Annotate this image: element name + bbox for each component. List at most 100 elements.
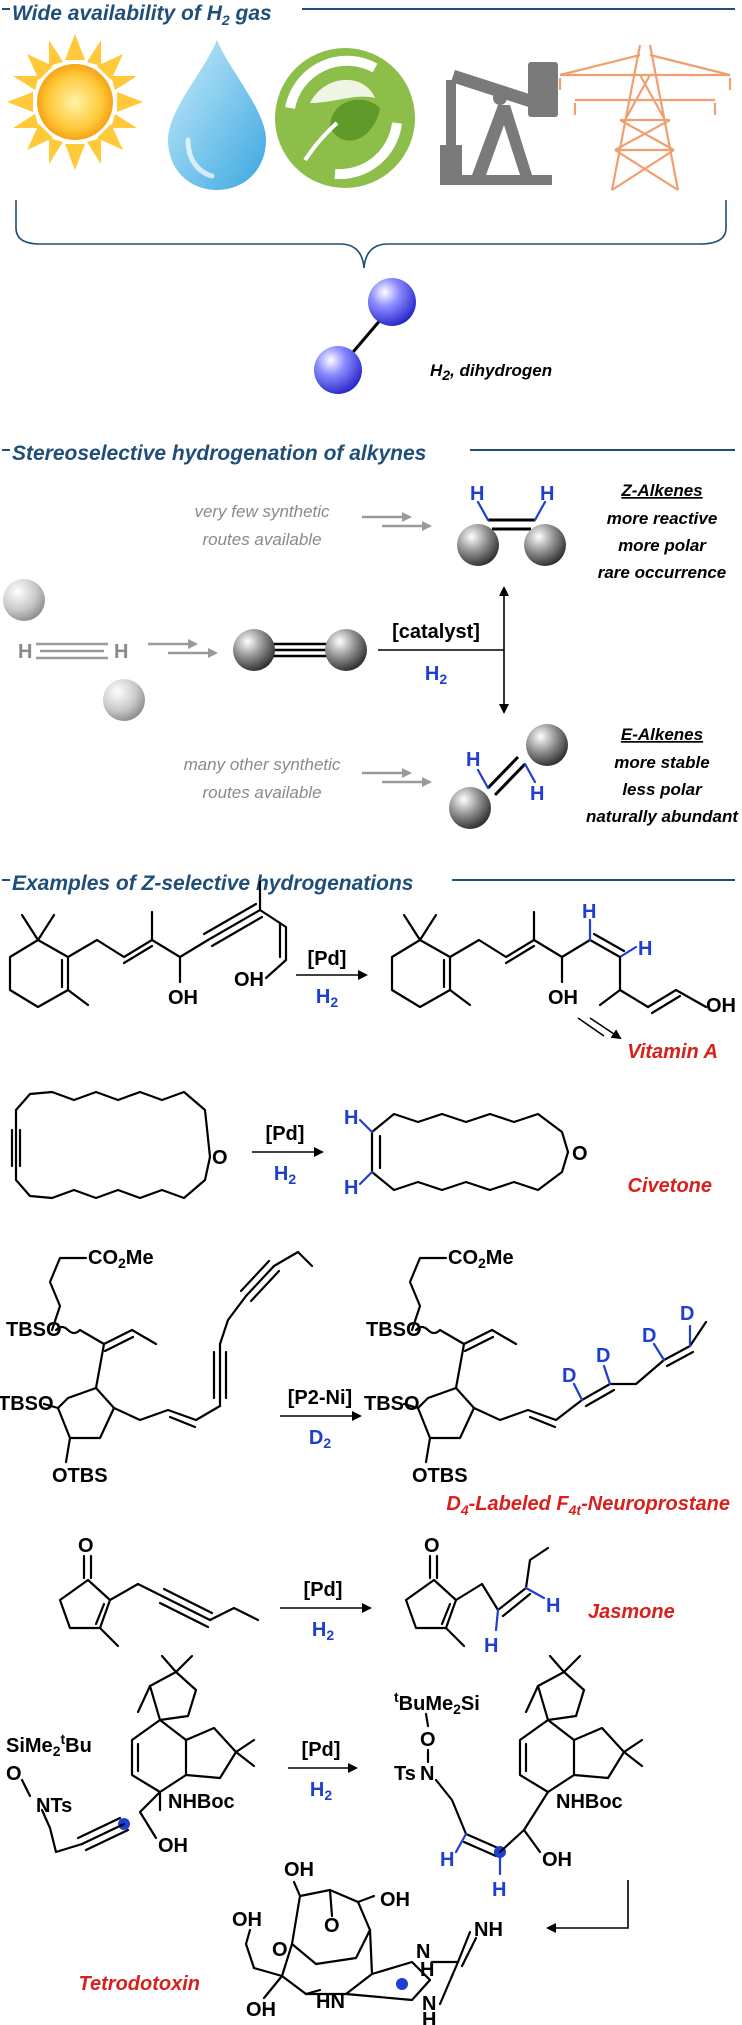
h2-reagent: H2 <box>310 1779 332 1803</box>
e-alkene-model: H H <box>449 724 568 829</box>
tetrodotoxin-reaction: NHBoc OH NTs O SiMe2tBu [Pd] H2 tBuMe2Si <box>6 1654 644 2025</box>
oh-label: OH <box>234 969 264 991</box>
e-prop: more stable <box>614 753 709 772</box>
z-prop: more reactive <box>607 509 718 528</box>
d2-reagent: D2 <box>309 1427 331 1451</box>
o-label: O <box>272 1939 288 1961</box>
h-atom-label: H <box>466 749 480 771</box>
nh-label: NH <box>474 1919 503 1941</box>
neuroprostane-reaction: CO2Me TBSO TBSO OTBS <box>0 1247 730 1518</box>
curly-brace <box>15 200 727 269</box>
oh-label: OH <box>168 987 198 1009</box>
neuroprostane-precursor: CO2Me TBSO TBSO OTBS <box>0 1247 314 1487</box>
water-drop-icon <box>168 40 266 190</box>
e-prop: less polar <box>622 780 703 799</box>
product-jasmone: Jasmone <box>588 1601 675 1623</box>
sun-icon <box>7 34 143 170</box>
section-title-stereoselective: Stereoselective hydrogenation of alkynes <box>12 442 426 465</box>
reagent-pd: [Pd] <box>304 1579 343 1601</box>
d-atom-label: D <box>596 1345 610 1367</box>
tbso-label: TBSO <box>6 1319 62 1341</box>
jasmone-product: O H H <box>404 1535 560 1657</box>
d-atom-label: D <box>562 1365 576 1387</box>
nhboc-label: NHBoc <box>168 1791 235 1813</box>
h2-label: H2, dihydrogen <box>430 361 552 383</box>
oil-pump-icon <box>440 62 558 185</box>
h-atom-label: H <box>484 1635 498 1657</box>
vitamin-a-precursor: OH OH <box>8 880 288 1009</box>
ttx-precursor: NHBoc OH NTs O SiMe2tBu <box>6 1654 256 1857</box>
acetylene-model: H H <box>3 579 145 721</box>
reagent-p2-ni: [P2-Ni] <box>288 1387 352 1409</box>
tbso-label: TBSO <box>0 1393 54 1415</box>
d-atom-label: D <box>642 1325 656 1347</box>
vitamin-a-reaction: OH OH [Pd] H2 <box>8 880 736 1063</box>
d-atom-label: D <box>680 1303 694 1325</box>
many-routes-text-1: many other synthetic <box>184 755 341 774</box>
e-alkenes-title: E-Alkenes <box>621 725 703 744</box>
nhboc-label: NHBoc <box>556 1791 623 1813</box>
hn-label: HN <box>316 1991 345 2013</box>
neuroprostane-product: CO2Me TBSO TBSO OTBS D <box>364 1247 708 1487</box>
product-civetone: Civetone <box>628 1175 712 1197</box>
recycle-leaf-icon <box>275 48 415 188</box>
civetone-product: H H O <box>344 1107 588 1199</box>
tbume2si-label: tBuMe2Si <box>394 1689 480 1717</box>
h-label: H <box>422 2009 436 2025</box>
h-label: H <box>420 1959 434 1981</box>
many-routes-text-2: routes available <box>202 783 321 802</box>
ketone-o-label: O <box>212 1147 228 1169</box>
reagent-pd: [Pd] <box>266 1123 305 1145</box>
h2-reagent: H2 <box>425 663 447 687</box>
section-title-examples: Examples of Z-selective hydrogenations <box>12 872 413 895</box>
civetone-reaction: O [Pd] H2 H H O Civetone <box>10 1090 712 1200</box>
oh-label: OH <box>232 1909 262 1931</box>
civetone-precursor: O <box>10 1090 228 1200</box>
otbs-label: OTBS <box>52 1465 108 1487</box>
product-vitamin-a: Vitamin A <box>627 1041 718 1063</box>
z-prop: more polar <box>618 536 707 555</box>
h2-molecule <box>314 278 416 394</box>
co2me-label: CO2Me <box>448 1247 514 1271</box>
h-atom-label: H <box>114 641 128 663</box>
tbso-label: TBSO <box>364 1393 420 1415</box>
jasmone-precursor: O <box>58 1535 260 1648</box>
few-routes-text-1: very few synthetic <box>194 502 330 521</box>
co2me-label: CO2Me <box>88 1247 154 1271</box>
reagent-pd: [Pd] <box>308 948 347 970</box>
jasmone-reaction: O [Pd] H2 O <box>58 1535 675 1657</box>
h-atom-label: H <box>638 938 652 960</box>
sime2-label: SiMe2tBu <box>6 1731 92 1759</box>
oh-label: OH <box>548 987 578 1009</box>
h-atom-label: H <box>530 783 544 805</box>
h2-reagent: H2 <box>316 986 338 1010</box>
h-atom-label: H <box>344 1107 358 1129</box>
h-atom-label: H <box>470 483 484 505</box>
ts-label: Ts <box>394 1763 416 1785</box>
section-examples: Examples of Z-selective hydrogenations O… <box>0 872 736 2025</box>
section-title-availability: Wide availability of H2 gas <box>12 2 272 28</box>
o-label: O <box>6 1763 22 1785</box>
h-atom-label: H <box>546 1595 560 1617</box>
o-label: O <box>420 1729 436 1751</box>
h2-reagent: H2 <box>274 1163 296 1187</box>
h-atom-label: H <box>492 1879 506 1901</box>
h-atom-label: H <box>440 1849 454 1871</box>
ketone-o-label: O <box>78 1535 94 1557</box>
vitamin-a-intermediate: OH H H OH <box>390 901 736 1017</box>
product-neuroprostane: D4-Labeled F4t-Neuroprostane <box>446 1493 730 1518</box>
oh-label: OH <box>542 1849 572 1871</box>
oh-label: OH <box>380 1889 410 1911</box>
alkyne-model <box>233 629 367 671</box>
o-label: O <box>324 1915 340 1937</box>
n-label: N <box>420 1763 434 1785</box>
section-availability: Wide availability of H2 gas <box>2 2 735 394</box>
power-pylon-icon <box>558 44 732 191</box>
oh-label: OH <box>158 1835 188 1857</box>
n-label: N <box>416 1941 430 1963</box>
oh-label: OH <box>284 1859 314 1881</box>
oh-label: OH <box>246 1999 276 2021</box>
ketone-o-label: O <box>424 1535 440 1557</box>
tetrodotoxin-structure: OH OH OH OH HN N H N H NH O O <box>79 1859 503 2025</box>
